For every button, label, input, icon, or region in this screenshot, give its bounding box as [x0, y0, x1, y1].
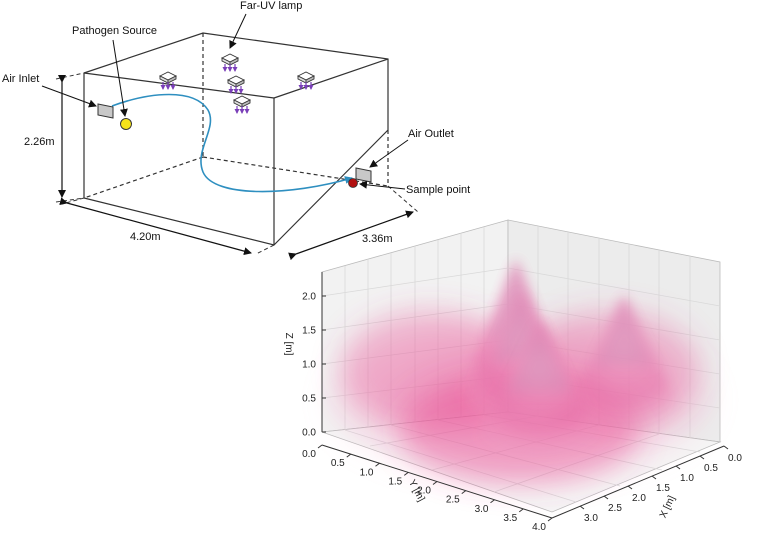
- air-inlet: [97, 103, 114, 119]
- z-tick-label: 1.0: [302, 360, 316, 371]
- peak-cone: [560, 294, 688, 433]
- far-uv-lamp-icon: [220, 53, 240, 72]
- z-tick-label: 2.0: [302, 292, 316, 303]
- x-ticks: 0.0 0.5 1.0 1.5 2.0 2.5 3.0: [579, 445, 742, 524]
- length-label: 4.20m: [130, 231, 161, 243]
- air-outlet-label: Air Outlet: [408, 128, 454, 140]
- y-tick-label: 4.0: [532, 522, 546, 533]
- far-uv-lamp-icon: [226, 75, 246, 94]
- z-ticks: 0.0 0.5 1.0 1.5 2.0: [302, 292, 326, 439]
- width-dimension: 3.36m: [288, 210, 414, 261]
- z-tick-label: 0.5: [302, 394, 316, 405]
- x-axis-label: X [m]: [658, 494, 678, 520]
- length-dimension: 4.20m: [59, 197, 252, 256]
- air-outlet: [355, 167, 372, 183]
- height-label: 2.26m: [24, 136, 55, 148]
- far-uv-lamp-icon: [158, 71, 178, 90]
- z-tick-label: 0.0: [302, 428, 316, 439]
- x-tick-label: 2.0: [632, 493, 646, 504]
- peak-cone: [470, 320, 610, 459]
- sample-point: [348, 178, 358, 188]
- y-tick-label: 1.0: [360, 467, 374, 478]
- y-tick-label: 2.0: [417, 486, 431, 497]
- y-tick-label: 2.5: [446, 495, 460, 506]
- y-tick-label: 3.0: [475, 504, 489, 515]
- sample-point-label: Sample point: [406, 184, 470, 196]
- width-label: 3.36m: [362, 233, 393, 245]
- x-tick-label: 2.5: [608, 503, 622, 514]
- y-ticks: 0.0 0.5 1.0 1.5 2.0 2.5 3.0 3.5 4.0: [302, 444, 553, 533]
- lamp-peaks: [454, 258, 688, 459]
- x-tick-label: 1.0: [680, 473, 694, 484]
- x-tick-label: 3.0: [584, 513, 598, 524]
- height-dimension: 2.26m: [24, 75, 66, 198]
- x-tick-label: 0.5: [704, 463, 718, 474]
- x-tick-label: 0.0: [728, 453, 742, 464]
- y-tick-label: 3.5: [503, 513, 517, 524]
- pathogen-source-label: Pathogen Source: [72, 25, 157, 37]
- x-tick-label: 1.5: [656, 483, 670, 494]
- concentration-plot-3d: 0.0 0.5 1.0 1.5 2.0 0.0 0.5 1.0 1.5 2.0 2.5 3.0 3.5…: [283, 219, 742, 533]
- y-tick-label: 0.5: [331, 458, 345, 469]
- far-uv-lamp-label: Far-UV lamp: [240, 0, 302, 12]
- airflow-path: [111, 93, 353, 193]
- far-uv-lamps: [158, 53, 316, 114]
- room-box: [83, 32, 389, 246]
- y-tick-label: 0.0: [302, 449, 316, 460]
- room-diagram: 2.26m 4.20m 3.36m Air Inlet Pathogen Sou…: [2, 0, 470, 261]
- pathogen-source: [120, 118, 132, 130]
- air-inlet-label: Air Inlet: [2, 73, 39, 85]
- far-uv-lamp-icon: [296, 71, 316, 90]
- y-tick-label: 1.5: [388, 476, 402, 487]
- concentration-field: [330, 258, 710, 485]
- far-uv-lamp-icon: [232, 95, 252, 114]
- z-axis-label: Z [m]: [283, 333, 294, 356]
- z-tick-label: 1.5: [302, 326, 316, 337]
- y-axis-label: Y [m]: [406, 478, 427, 504]
